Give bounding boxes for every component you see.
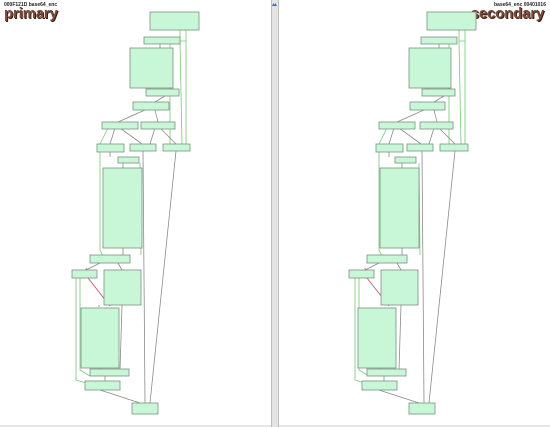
- pane-bottom-rule: [0, 425, 271, 427]
- graph-block: [84, 380, 121, 391]
- caret-up-icon[interactable]: ▴: [272, 2, 276, 8]
- flow-graph[interactable]: [0, 0, 271, 427]
- graph-block: [101, 121, 139, 130]
- graph-block: [162, 143, 191, 152]
- graph-block: [149, 11, 200, 31]
- graph-block: [102, 167, 143, 249]
- graph-block: [131, 402, 159, 415]
- pane-splitter[interactable]: ▴: [271, 0, 279, 427]
- graph-block: [394, 156, 417, 164]
- graph-block: [380, 269, 419, 306]
- graph-block: [117, 156, 140, 164]
- graph-block: [348, 269, 375, 279]
- graph-block: [366, 368, 407, 377]
- graph-block: [409, 101, 446, 111]
- graph-block: [132, 101, 170, 111]
- graph-block: [366, 254, 408, 264]
- graph-block: [408, 402, 436, 415]
- graph-block: [406, 143, 434, 152]
- pane-label-secondary: secondary: [470, 5, 544, 22]
- graph-blocks[interactable]: [348, 11, 477, 415]
- flow-graph[interactable]: [279, 0, 550, 427]
- graph-block: [103, 269, 142, 306]
- graph-block: [426, 11, 477, 31]
- graph-block: [143, 36, 181, 45]
- graph-block: [89, 368, 130, 377]
- graph-block: [439, 143, 469, 152]
- graph-block: [379, 167, 420, 249]
- secondary-graph-pane[interactable]: base64_enc 00401016 secondary: [279, 0, 550, 427]
- primary-graph-pane[interactable]: 000F121D base64_enc primary: [0, 0, 271, 427]
- graph-block: [145, 88, 180, 97]
- graph-blocks[interactable]: [71, 11, 200, 415]
- graph-block: [71, 269, 98, 279]
- graph-block: [129, 47, 174, 89]
- graph-block: [420, 36, 458, 45]
- graph-block: [421, 88, 456, 97]
- pane-header-title: base64_enc 00401016: [494, 2, 546, 8]
- graph-edges: [354, 30, 466, 404]
- graph-block: [129, 143, 157, 152]
- graph-block: [357, 307, 397, 369]
- graph-block: [408, 47, 452, 89]
- graph-block: [96, 143, 125, 153]
- graph-edges: [75, 30, 187, 404]
- pane-label-primary: primary: [4, 5, 58, 22]
- graph-block: [375, 143, 404, 153]
- graph-block: [378, 121, 416, 130]
- pane-header-title: 000F121D base64_enc: [4, 2, 58, 8]
- graph-block: [419, 121, 454, 130]
- graph-block: [80, 307, 120, 369]
- graph-block: [140, 121, 176, 130]
- graph-block: [89, 254, 131, 264]
- graph-block: [361, 380, 398, 391]
- pane-bottom-rule: [279, 425, 550, 427]
- caret-up-icon[interactable]: ▴: [274, 2, 278, 8]
